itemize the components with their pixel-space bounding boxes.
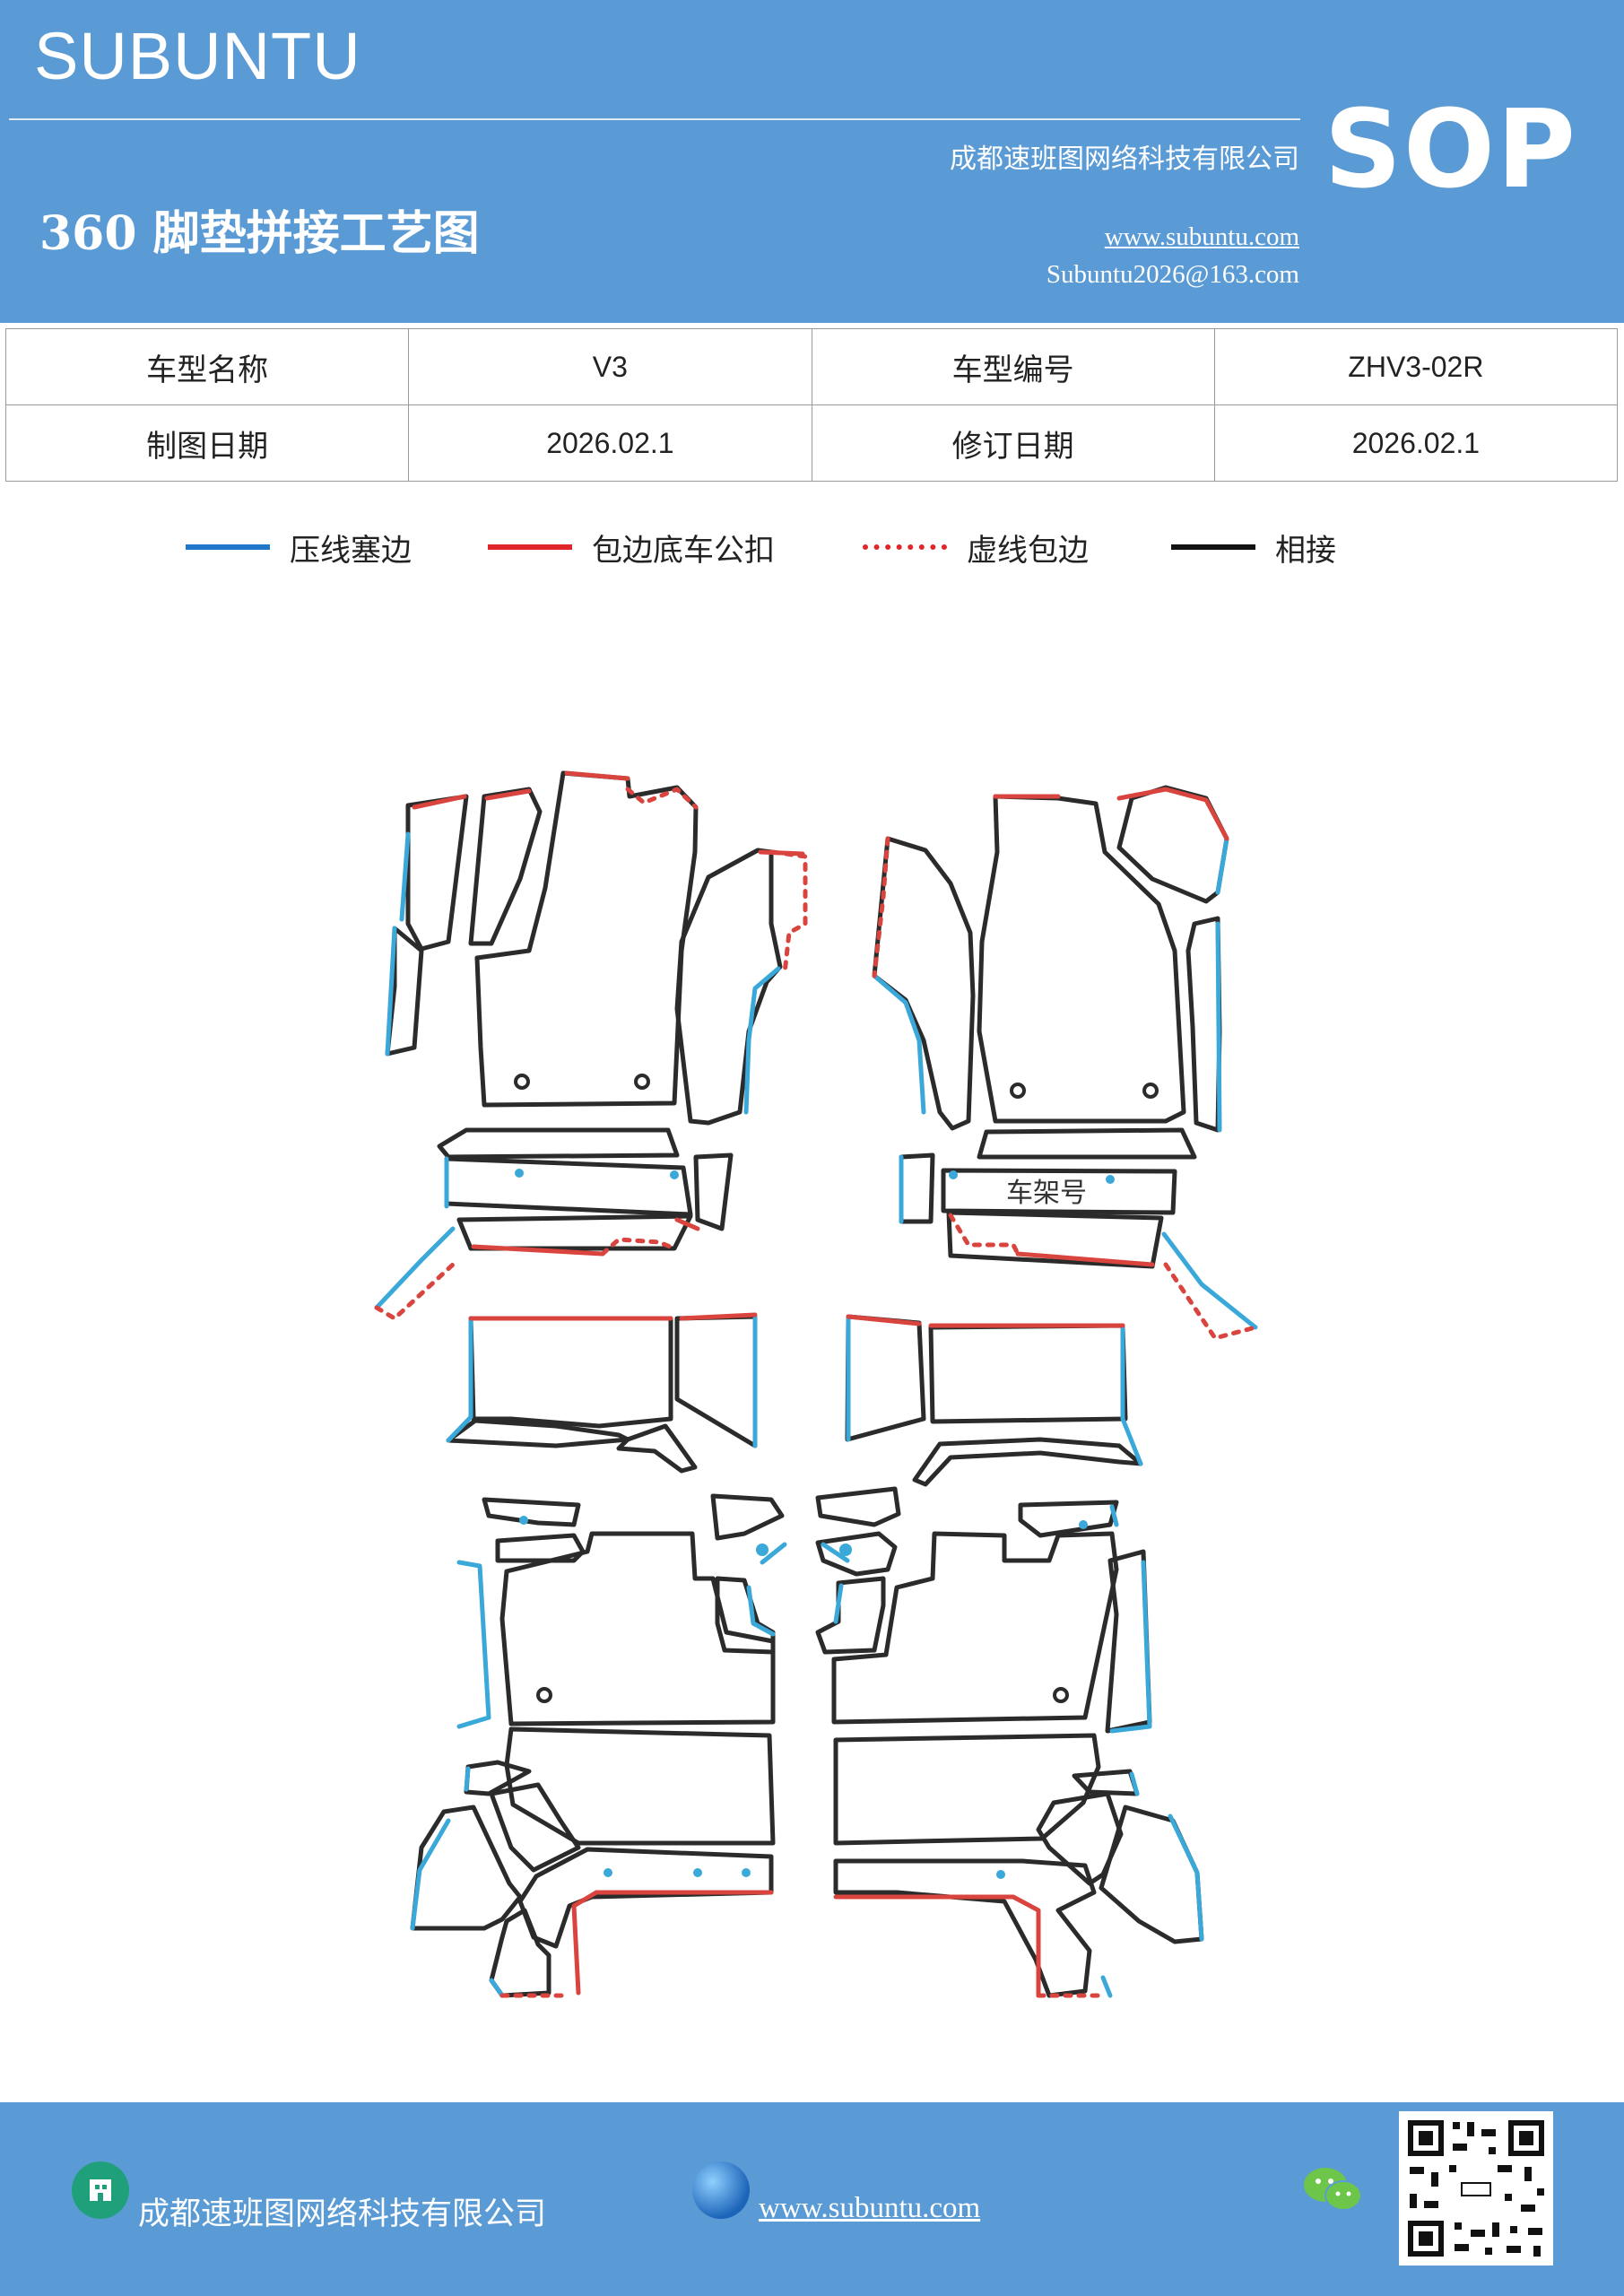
drawing-date-value: 2026.02.1 — [408, 404, 812, 482]
mat-piece — [1072, 1769, 1140, 1796]
brand-name: SUBUNTU — [34, 19, 361, 93]
legend-label: 压线塞边 — [290, 532, 412, 569]
mat-piece — [941, 1168, 1177, 1215]
building-icon — [72, 2161, 129, 2219]
revision-date-label: 修订日期 — [811, 404, 1215, 482]
table-row: 制图日期 2026.02.1 修订日期 2026.02.1 — [4, 404, 1619, 482]
header-banner — [0, 0, 1624, 323]
mat-piece — [815, 1486, 901, 1527]
legend-label: 虚线包边 — [967, 532, 1089, 569]
model-name-label: 车型名称 — [4, 328, 410, 405]
model-name-value: V3 — [408, 328, 812, 405]
legend-item-press-line: 压线塞边 — [186, 525, 412, 570]
mat-piece — [504, 1726, 776, 1846]
mat-piece — [405, 794, 469, 952]
mat-piece — [1018, 1500, 1119, 1538]
mat-piece — [489, 1908, 551, 1998]
mat-piece — [899, 1152, 935, 1224]
mat-piece — [444, 1156, 693, 1217]
mat-piece — [831, 1531, 1119, 1725]
mat-piece — [517, 1847, 774, 1949]
blue-line-swatch — [186, 544, 270, 550]
red-dotted-line-swatch — [863, 544, 947, 550]
mat-piece — [815, 1576, 886, 1655]
mat-piece — [616, 1423, 698, 1474]
mat-piece — [410, 1805, 523, 1931]
mat-piece — [833, 1858, 1097, 1998]
legend-item-dotted-edge: 虚线包边 — [863, 525, 1089, 570]
header-divider — [9, 118, 1300, 120]
mat-piece — [489, 1782, 581, 1873]
mat-piece — [815, 1531, 898, 1577]
drawing-date-label: 制图日期 — [4, 404, 410, 482]
mat-piece — [474, 770, 699, 1108]
mat-piece — [1185, 916, 1222, 1133]
black-line-swatch — [1171, 544, 1255, 550]
mat-piece — [456, 1213, 693, 1251]
floor-mat-diagram: 车架号 — [374, 770, 1258, 1998]
footer-company-name: 成都速班图网络科技有限公司 — [138, 2196, 547, 2232]
table-row: 车型名称 V3 车型编号 ZHV3-02R — [4, 328, 1619, 405]
wechat-icon[interactable] — [1302, 2163, 1365, 2217]
mat-piece — [482, 1497, 581, 1527]
mat-piece — [977, 794, 1186, 1124]
legend-item-joined: 相接 — [1171, 525, 1336, 570]
mat-piece — [437, 1127, 680, 1160]
mat-piece — [710, 1493, 785, 1541]
mat-piece — [1036, 1791, 1124, 1886]
email-address: Subuntu2026@163.com — [1046, 260, 1299, 289]
mat-piece — [446, 1418, 630, 1448]
model-code-label: 车型编号 — [811, 328, 1215, 405]
globe-icon — [692, 2161, 750, 2219]
document-title: 360 脚垫拼接工艺图 — [39, 206, 480, 261]
mat-piece — [1105, 1549, 1152, 1734]
revision-date-value: 2026.02.1 — [1213, 404, 1619, 482]
red-line-swatch — [488, 544, 572, 550]
legend-label: 包边底车公扣 — [592, 532, 775, 569]
mat-piece — [468, 787, 543, 946]
mat-piece — [674, 848, 783, 1126]
legend-item-edge-buckle: 包边底车公扣 — [488, 525, 775, 570]
mat-piece — [977, 1127, 1197, 1160]
qr-code — [1399, 2111, 1553, 2266]
mat-piece — [845, 1314, 926, 1442]
footer-website-link[interactable]: www.subuntu.com — [759, 2192, 981, 2224]
mat-piece — [833, 1733, 1101, 1846]
model-code-value: ZHV3-02R — [1213, 328, 1619, 405]
mat-piece — [1099, 1805, 1204, 1944]
mat-piece — [674, 1314, 758, 1448]
frame-number-label: 车架号 — [1006, 1178, 1087, 1209]
mat-piece — [385, 926, 424, 1057]
mat-piece — [912, 1437, 1143, 1487]
vehicle-info-table: 车型名称 V3 车型编号 ZHV3-02R 制图日期 2026.02.1 修订日… — [4, 328, 1619, 482]
website-link[interactable]: www.subuntu.com — [1104, 222, 1299, 251]
legend: 压线塞边 包边底车公扣 虚线包边 相接 — [0, 525, 1624, 578]
company-name: 成都速班图网络科技有限公司 — [950, 144, 1299, 175]
legend-label: 相接 — [1275, 532, 1336, 569]
mat-piece — [693, 1152, 734, 1231]
mat-piece — [468, 1316, 673, 1429]
sop-badge: SOP — [1324, 88, 1577, 213]
mat-piece — [928, 1323, 1128, 1424]
